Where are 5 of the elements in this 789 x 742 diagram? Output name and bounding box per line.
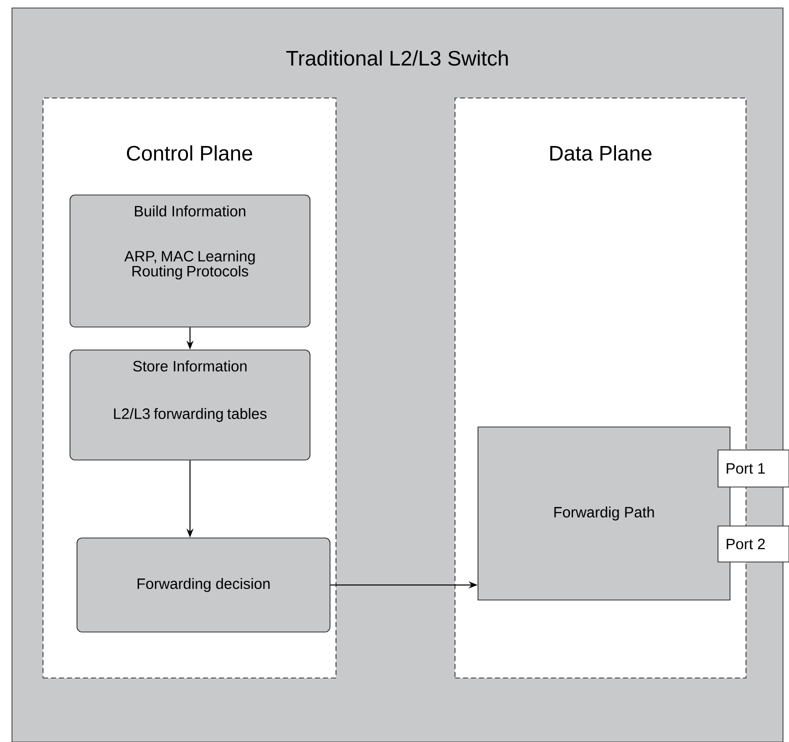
process-box: Forwarding decision (76, 538, 330, 632)
process-box: Build Information ARP, MAC Learning Routing Protocols (70, 194, 310, 328)
port-box: Port 1 (718, 450, 789, 488)
process-box: Store Information L2/L3 forwarding tables (70, 350, 310, 460)
port-box: Port 2 (718, 526, 789, 562)
